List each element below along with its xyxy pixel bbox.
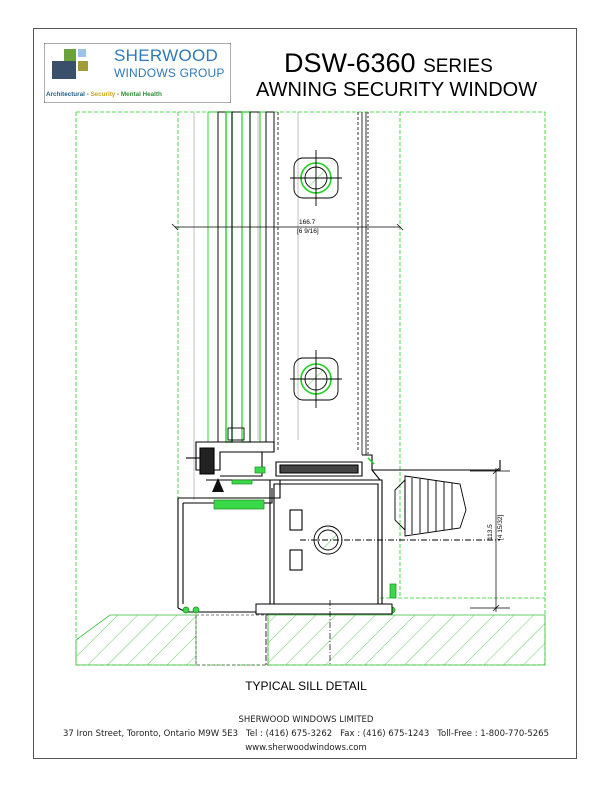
sill-detail-drawing: 166.7 [6 9/16] (75, 111, 546, 666)
sherwood-logo (44, 43, 231, 103)
security-screen (277, 112, 369, 455)
width-dimension-in: [6 9/16] (297, 228, 319, 235)
footer-website[interactable]: www.sherwoodwindows.com (245, 743, 367, 753)
drawing-caption: TYPICAL SILL DETAIL (245, 679, 367, 693)
page-border (33, 28, 577, 759)
product-title: AWNING SECURITY WINDOW (256, 79, 538, 101)
handle-knob (394, 475, 467, 537)
height-dimension-in: [4 15/32] (497, 515, 504, 540)
bolt-detail-upper (290, 150, 342, 206)
logo-name: SHERWOOD (114, 46, 219, 65)
logo-tagline: Architectural - Security - Mental Health (46, 91, 162, 98)
weep-clip (212, 478, 224, 492)
footer-tollfree: Toll-Free : 1-800-770-5265 (437, 729, 549, 739)
width-dimension (171, 223, 404, 231)
hinge-bolt (300, 525, 500, 555)
footer-company: SHERWOOD WINDOWS LIMITED (238, 715, 374, 725)
footer-tel: Tel : (416) 675-3262 (246, 729, 333, 739)
logo-group: WINDOWS GROUP (114, 66, 225, 80)
height-dimension (470, 467, 510, 612)
masonry-sill (75, 600, 546, 666)
glazing-unit (207, 111, 275, 443)
footer-fax: Fax : (416) 675-1243 (340, 729, 430, 739)
footer-address: 37 Iron Street, Toronto, Ontario M9W 5E3 (63, 729, 239, 739)
height-dimension-mm: 113.5 (487, 524, 494, 540)
footer-contact: 37 Iron Street, Toronto, Ontario M9W 5E3… (0, 729, 612, 739)
bolt-detail-lower (290, 350, 342, 408)
series-title: DSW-6360 SERIES (284, 48, 493, 78)
width-dimension-mm: 166.7 (299, 219, 316, 226)
reference-lines (193, 112, 299, 500)
